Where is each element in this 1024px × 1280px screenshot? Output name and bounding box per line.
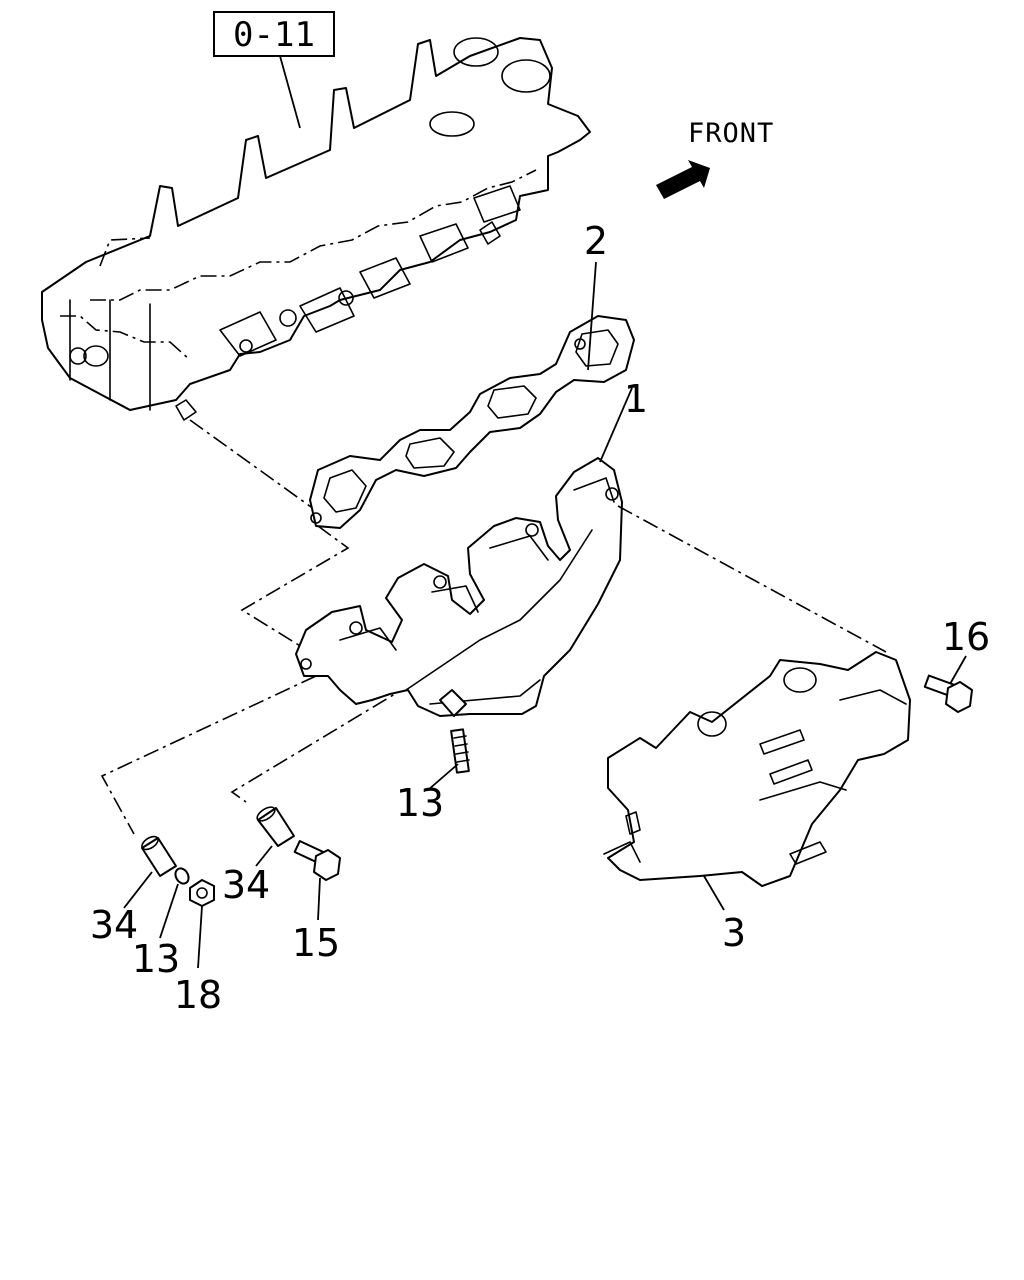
callout-16: 13	[396, 781, 444, 825]
callout-2: 2	[584, 219, 608, 263]
stud[interactable]	[427, 728, 470, 791]
cylinder-head	[41, 37, 591, 421]
callout-21: 16	[942, 615, 990, 659]
heat-shield[interactable]	[603, 651, 911, 911]
front-direction-indicator: FRONT	[656, 118, 774, 199]
callout-15: 15	[292, 921, 340, 965]
front-label: FRONT	[688, 118, 774, 149]
reference-box-label: 0-11	[233, 15, 315, 55]
callout-3: 3	[722, 911, 746, 955]
exhaust-manifold[interactable]	[295, 387, 633, 717]
callout-13: 13	[132, 937, 180, 981]
front-arrow-icon	[656, 160, 710, 199]
callout-18: 18	[174, 973, 222, 1017]
callout-34-right: 34	[222, 863, 270, 907]
nut-13[interactable]	[159, 866, 191, 939]
reference-box[interactable]: 0-11	[213, 11, 335, 129]
manifold-gasket[interactable]	[309, 261, 635, 529]
spacer-left[interactable]	[123, 834, 177, 909]
shield-bolt[interactable]	[923, 655, 973, 713]
callout-1: 1	[624, 377, 648, 421]
nut-18[interactable]	[189, 879, 215, 969]
callout-34-left: 34	[90, 903, 138, 947]
bolt-15[interactable]	[293, 840, 341, 921]
spacer-right[interactable]	[255, 804, 295, 867]
